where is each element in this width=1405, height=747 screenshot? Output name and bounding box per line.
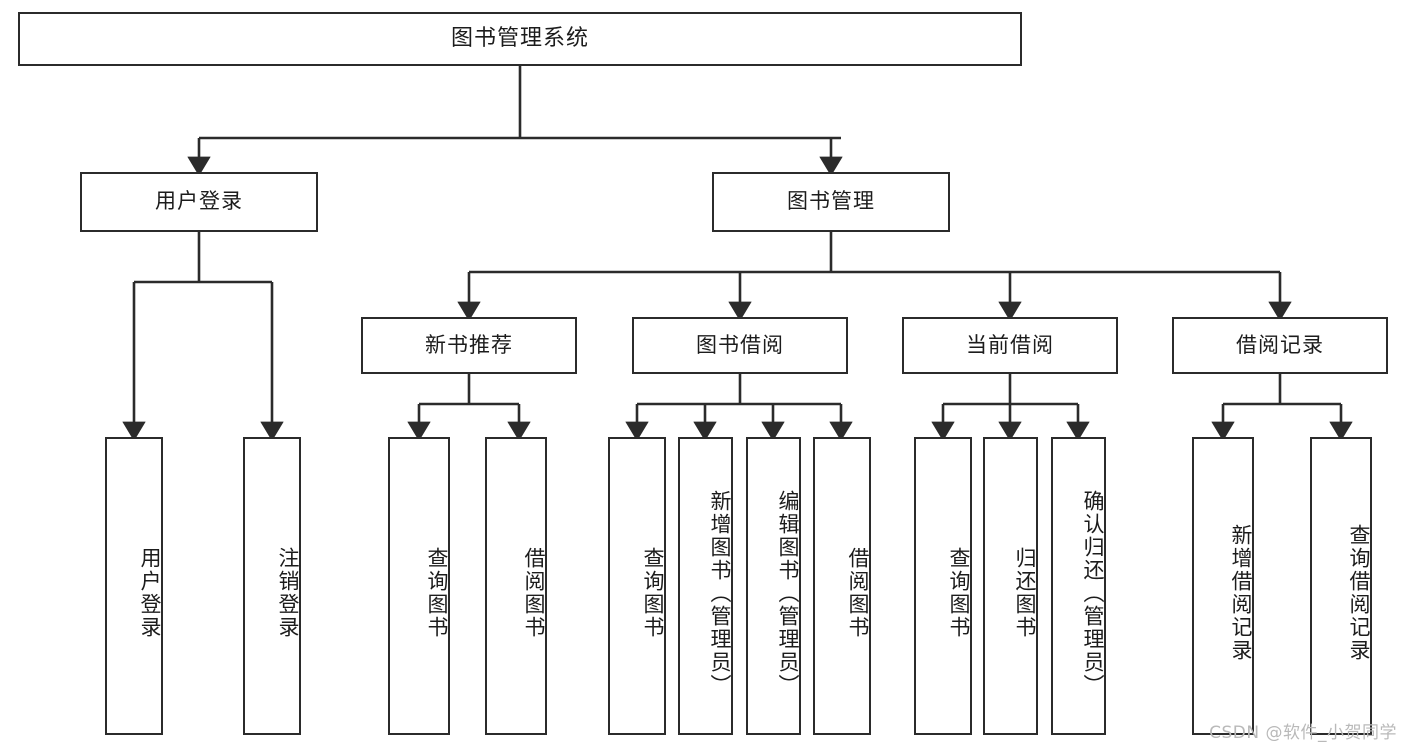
node-book-borrow[interactable]: 图书借阅 — [632, 317, 848, 374]
node-leaf-query-record-label: 查询借阅记录 — [1347, 524, 1371, 662]
node-leaf-query-record[interactable]: 查询借阅记录 — [1310, 437, 1372, 735]
node-leaf-add-book[interactable]: 新增图书（管理员） — [678, 437, 733, 735]
node-leaf-edit-book[interactable]: 编辑图书（管理员） — [746, 437, 801, 735]
node-current-borrow[interactable]: 当前借阅 — [902, 317, 1118, 374]
node-borrow-record-label: 借阅记录 — [1236, 332, 1324, 357]
node-leaf-borrow-book-2-label: 借阅图书 — [846, 547, 870, 639]
node-leaf-query-book-1[interactable]: 查询图书 — [388, 437, 450, 735]
csdn-watermark: CSDN @软件_小贺同学 — [1209, 723, 1397, 743]
node-user-login[interactable]: 用户登录 — [80, 172, 318, 232]
node-book-borrow-label: 图书借阅 — [696, 332, 784, 357]
node-leaf-query-book-2-label: 查询图书 — [641, 547, 665, 639]
node-new-book-recommend-label: 新书推荐 — [425, 332, 513, 357]
node-leaf-query-book-3-label: 查询图书 — [947, 547, 971, 639]
node-leaf-user-logout-label: 注销登录 — [276, 547, 300, 639]
node-leaf-borrow-book-1[interactable]: 借阅图书 — [485, 437, 547, 735]
node-leaf-confirm-return[interactable]: 确认归还（管理员） — [1051, 437, 1106, 735]
node-leaf-query-book-3[interactable]: 查询图书 — [914, 437, 972, 735]
node-leaf-user-login-label: 用户登录 — [138, 547, 162, 639]
node-leaf-query-book-2[interactable]: 查询图书 — [608, 437, 666, 735]
node-book-manage[interactable]: 图书管理 — [712, 172, 950, 232]
node-leaf-add-record-label: 新增借阅记录 — [1229, 524, 1253, 662]
node-user-login-label: 用户登录 — [155, 189, 243, 214]
node-leaf-user-logout[interactable]: 注销登录 — [243, 437, 301, 735]
node-current-borrow-label: 当前借阅 — [966, 332, 1054, 357]
node-book-manage-label: 图书管理 — [787, 189, 875, 214]
node-leaf-add-book-label: 新增图书（管理员） — [708, 489, 732, 697]
node-new-book-recommend[interactable]: 新书推荐 — [361, 317, 577, 374]
node-leaf-borrow-book-1-label: 借阅图书 — [522, 547, 546, 639]
node-leaf-borrow-book-2[interactable]: 借阅图书 — [813, 437, 871, 735]
node-leaf-edit-book-label: 编辑图书（管理员） — [776, 489, 800, 697]
node-leaf-query-book-1-label: 查询图书 — [425, 547, 449, 639]
node-borrow-record[interactable]: 借阅记录 — [1172, 317, 1388, 374]
node-leaf-return-book-label: 归还图书 — [1013, 547, 1037, 639]
node-leaf-confirm-return-label: 确认归还（管理员） — [1081, 489, 1105, 697]
node-root-label: 图书管理系统 — [450, 25, 589, 51]
node-leaf-return-book[interactable]: 归还图书 — [983, 437, 1038, 735]
node-leaf-user-login[interactable]: 用户登录 — [105, 437, 163, 735]
node-root[interactable]: 图书管理系统 — [18, 12, 1022, 66]
node-leaf-add-record[interactable]: 新增借阅记录 — [1192, 437, 1254, 735]
